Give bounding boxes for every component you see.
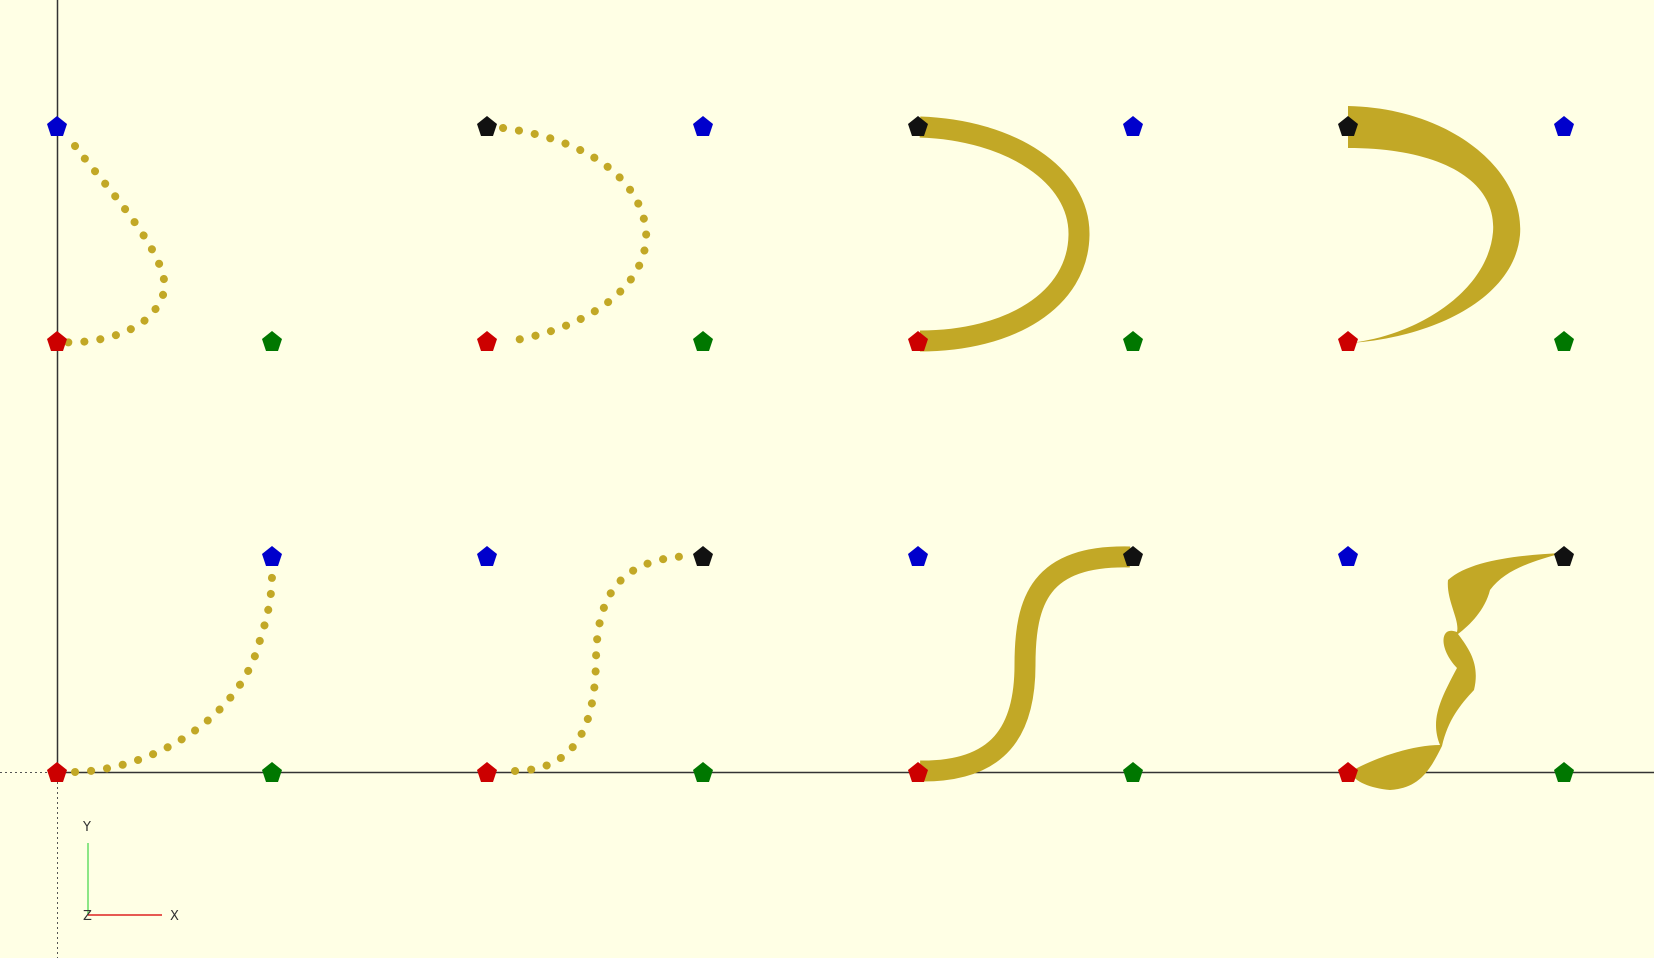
control-point-green[interactable] (1554, 762, 1574, 782)
start-point-red[interactable] (908, 762, 928, 782)
panel-7-thick-band[interactable] (908, 546, 1143, 782)
control-point-blue[interactable] (1554, 116, 1574, 136)
control-point-blue[interactable] (1123, 116, 1143, 136)
axes-gizmo: Y X Z (82, 820, 179, 924)
bezier-curve-dots[interactable] (511, 552, 692, 775)
control-point-green[interactable] (693, 762, 713, 782)
control-point-green[interactable] (1123, 762, 1143, 782)
control-point-green[interactable] (693, 331, 713, 351)
panel-4-tapered-band[interactable] (1338, 106, 1574, 351)
start-point-red[interactable] (477, 762, 497, 782)
bezier-band[interactable] (919, 546, 1131, 782)
start-point-red[interactable] (908, 331, 928, 351)
start-point-red[interactable] (47, 331, 67, 351)
end-point-black[interactable] (1123, 546, 1143, 566)
control-point-blue[interactable] (1338, 546, 1358, 566)
panel-8-twisted-ribbon[interactable] (1338, 546, 1574, 790)
panel-2-dotted-curve[interactable] (477, 116, 713, 351)
end-point-black[interactable] (908, 116, 928, 136)
panel-5-dotted-curve[interactable] (47, 546, 282, 782)
end-point-black[interactable] (1338, 116, 1358, 136)
control-point-blue[interactable] (477, 546, 497, 566)
control-point-blue[interactable] (262, 546, 282, 566)
bezier-curve-dots[interactable] (71, 569, 276, 776)
control-point-blue[interactable] (908, 546, 928, 566)
control-point-green[interactable] (1123, 331, 1143, 351)
bezier-curve-dots[interactable] (499, 124, 651, 345)
control-point-green[interactable] (262, 762, 282, 782)
gizmo-x-label: X (170, 909, 179, 924)
start-point-red[interactable] (1338, 331, 1358, 351)
control-point-green[interactable] (1554, 331, 1574, 351)
bezier-band[interactable] (919, 116, 1090, 352)
end-point-black[interactable] (477, 116, 497, 136)
control-point-green[interactable] (262, 331, 282, 351)
gizmo-y-label: Y (82, 820, 91, 835)
panel-6-dotted-curve[interactable] (477, 546, 713, 782)
gizmo-z-label: Z (83, 909, 92, 924)
end-point-black[interactable] (1554, 546, 1574, 566)
bezier-twisted-ribbon[interactable] (1350, 553, 1562, 790)
start-point-red[interactable] (1338, 762, 1358, 782)
start-point-red[interactable] (47, 762, 67, 782)
bezier-tapered-band[interactable] (1348, 106, 1521, 343)
bezier-curve-dots[interactable] (54, 142, 169, 347)
control-point-blue[interactable] (47, 116, 67, 136)
panel-1-dotted-curve[interactable] (47, 116, 282, 351)
end-point-black[interactable] (693, 546, 713, 566)
control-point-blue[interactable] (693, 116, 713, 136)
panel-3-thick-band[interactable] (908, 116, 1143, 352)
start-point-red[interactable] (477, 331, 497, 351)
